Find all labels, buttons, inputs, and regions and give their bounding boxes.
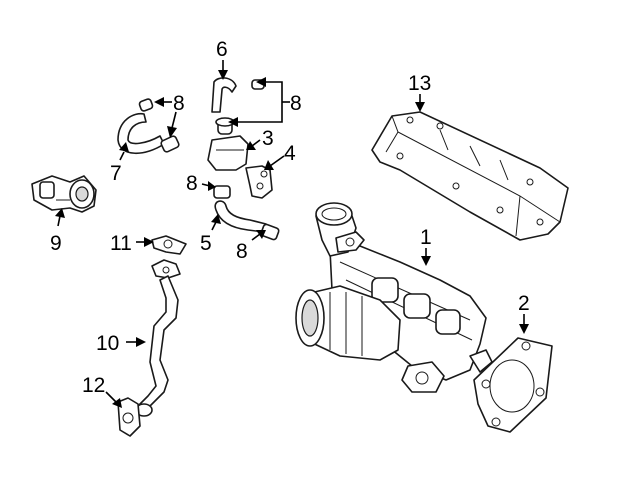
callout-8-mid: 8 — [186, 172, 198, 195]
exhaust-gasket-part — [473, 337, 553, 433]
callout-7: 7 — [110, 162, 122, 185]
callout-1: 1 — [420, 226, 432, 249]
callout-8-left: 8 — [173, 92, 185, 115]
callout-8-top: 8 — [290, 92, 302, 115]
callout-leaders — [55, 60, 529, 408]
oil-feed-line-part — [135, 259, 181, 417]
callout-12: 12 — [82, 374, 105, 397]
callout-10: 10 — [96, 332, 119, 355]
callout-3: 3 — [262, 127, 274, 150]
coolant-pipe-fitting-part — [207, 117, 249, 171]
callout-8-bottom: 8 — [236, 240, 248, 263]
pipe-gasket-upper-part — [151, 235, 187, 255]
hose-clamp-left-part — [160, 135, 231, 199]
coolant-hose-top-part — [211, 77, 265, 113]
callout-11: 11 — [110, 232, 132, 255]
diverter-valve-part — [31, 175, 97, 213]
heat-shield-part — [371, 111, 569, 241]
callout-5: 5 — [200, 232, 212, 255]
callout-4: 4 — [284, 142, 296, 165]
callout-2: 2 — [518, 292, 530, 315]
callout-6: 6 — [216, 38, 228, 61]
coolant-hose-lower-part — [214, 200, 280, 241]
callout-13: 13 — [408, 72, 431, 95]
pipe-gasket-lower-part — [117, 397, 141, 437]
coolant-hose-upper-left-part — [117, 98, 165, 154]
turbocharger-manifold-part — [295, 202, 493, 393]
mounting-bracket-part — [245, 165, 273, 199]
callout-9: 9 — [50, 232, 62, 255]
